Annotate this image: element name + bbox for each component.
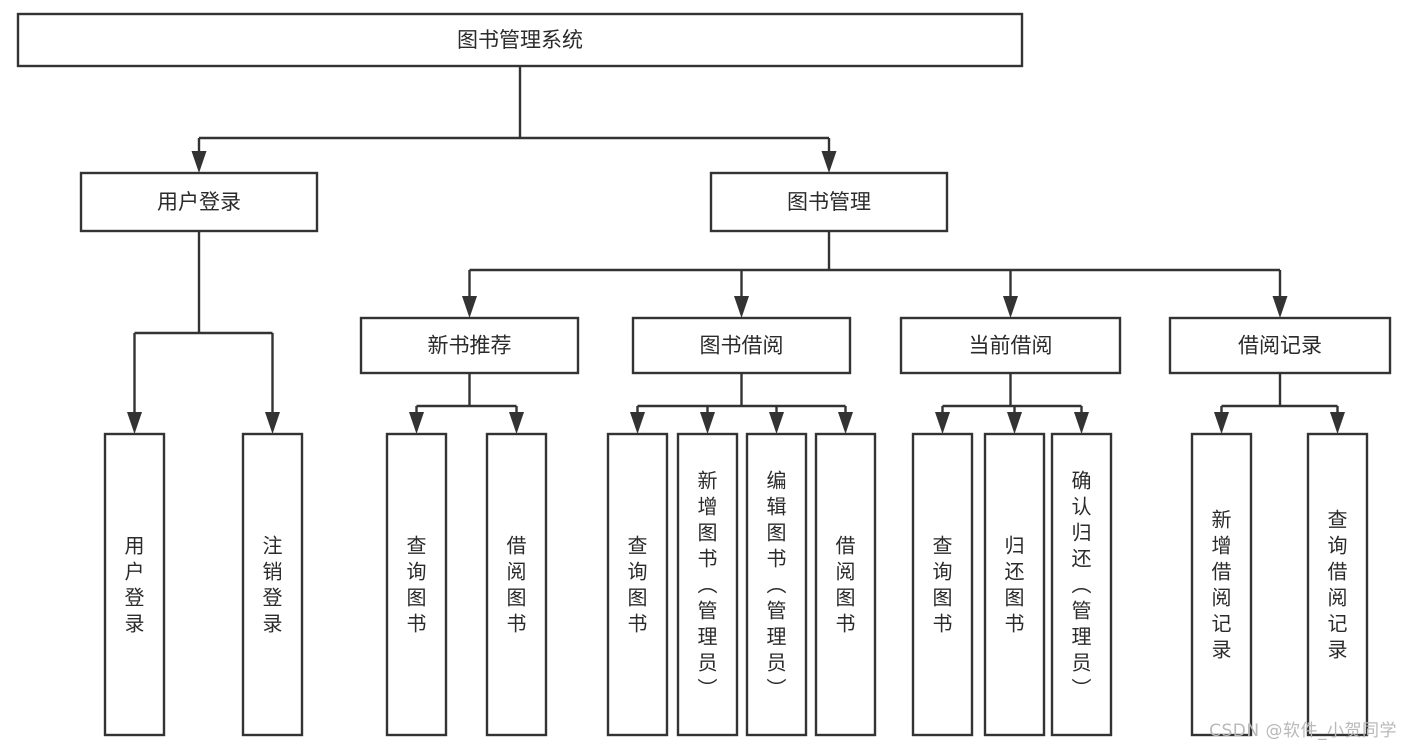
node-leaf-return-book-label: 归还图书 bbox=[1005, 534, 1025, 636]
node-leaf-edit-book-label: 编辑图书︵管理员︶ bbox=[767, 469, 787, 701]
node-user-login-label: 用户登录 bbox=[157, 190, 241, 214]
node-user-login[interactable]: 用户登录 bbox=[79, 171, 319, 233]
node-borrow-record-box[interactable] bbox=[1168, 316, 1392, 375]
node-leaf-add-book-label: 新增图书︵管理员︶ bbox=[698, 469, 718, 701]
node-leaf-user-logout[interactable]: 注销登录 bbox=[241, 432, 304, 737]
node-leaf-query-record[interactable]: 查询借阅记录 bbox=[1306, 432, 1369, 737]
node-leaf-confirm-return-label: 确认归还︵管理员︶ bbox=[1072, 469, 1092, 701]
node-leaf-user-logout-box[interactable] bbox=[241, 432, 304, 737]
node-book-manage-label: 图书管理 bbox=[787, 190, 871, 214]
node-leaf-borrow-book-2[interactable]: 借阅图书 bbox=[814, 432, 877, 737]
node-current-borrow-box[interactable] bbox=[899, 316, 1122, 375]
node-book-borrow-box[interactable] bbox=[631, 316, 852, 375]
connector-layer bbox=[127, 66, 1345, 434]
node-leaf-add-record[interactable]: 新增借阅记录 bbox=[1190, 432, 1253, 737]
node-leaf-add-book-box[interactable] bbox=[676, 432, 739, 737]
node-root-box[interactable] bbox=[16, 12, 1024, 68]
node-leaf-confirm-return-box[interactable] bbox=[1050, 432, 1113, 737]
node-leaf-return-book-box[interactable] bbox=[983, 432, 1046, 737]
node-leaf-user-login-label: 用户登录 bbox=[125, 534, 145, 636]
node-leaf-borrow-book-1[interactable]: 借阅图书 bbox=[485, 432, 548, 737]
node-leaf-borrow-book-1-box[interactable] bbox=[485, 432, 548, 737]
node-root[interactable]: 图书管理系统 bbox=[16, 12, 1024, 68]
node-borrow-record-label: 借阅记录 bbox=[1238, 334, 1322, 358]
node-layer: 图书管理系统用户登录图书管理新书推荐图书借阅当前借阅借阅记录用户登录注销登录查询… bbox=[16, 12, 1392, 737]
node-book-borrow[interactable]: 图书借阅 bbox=[631, 316, 852, 375]
node-leaf-query-book-2-box[interactable] bbox=[606, 432, 669, 737]
node-leaf-query-book-1-label: 查询图书 bbox=[407, 534, 427, 636]
node-leaf-user-logout-label: 注销登录 bbox=[263, 534, 283, 636]
node-leaf-query-book-3[interactable]: 查询图书 bbox=[911, 432, 974, 737]
node-leaf-add-record-box[interactable] bbox=[1190, 432, 1253, 737]
node-root-label: 图书管理系统 bbox=[457, 28, 583, 52]
node-leaf-query-book-2[interactable]: 查询图书 bbox=[606, 432, 669, 737]
node-leaf-add-record-label: 新增借阅记录 bbox=[1212, 508, 1232, 662]
node-new-book-rec-box[interactable] bbox=[359, 316, 580, 375]
node-book-manage-box[interactable] bbox=[709, 171, 949, 233]
node-leaf-query-book-3-label: 查询图书 bbox=[933, 534, 953, 636]
node-leaf-query-record-box[interactable] bbox=[1306, 432, 1369, 737]
node-book-borrow-label: 图书借阅 bbox=[700, 334, 784, 358]
node-user-login-box[interactable] bbox=[79, 171, 319, 233]
node-leaf-query-book-1-box[interactable] bbox=[385, 432, 448, 737]
node-leaf-query-record-label: 查询借阅记录 bbox=[1328, 508, 1348, 662]
node-leaf-confirm-return[interactable]: 确认归还︵管理员︶ bbox=[1050, 432, 1113, 737]
node-borrow-record[interactable]: 借阅记录 bbox=[1168, 316, 1392, 375]
node-leaf-query-book-2-label: 查询图书 bbox=[628, 534, 648, 636]
node-new-book-rec-label: 新书推荐 bbox=[428, 334, 512, 358]
node-leaf-user-login[interactable]: 用户登录 bbox=[103, 432, 166, 737]
node-leaf-user-login-box[interactable] bbox=[103, 432, 166, 737]
node-book-manage[interactable]: 图书管理 bbox=[709, 171, 949, 233]
node-leaf-add-book[interactable]: 新增图书︵管理员︶ bbox=[676, 432, 739, 737]
node-leaf-borrow-book-1-label: 借阅图书 bbox=[507, 534, 527, 636]
node-leaf-edit-book-box[interactable] bbox=[745, 432, 808, 737]
node-leaf-edit-book[interactable]: 编辑图书︵管理员︶ bbox=[745, 432, 808, 737]
node-current-borrow-label: 当前借阅 bbox=[969, 334, 1053, 358]
node-new-book-rec[interactable]: 新书推荐 bbox=[359, 316, 580, 375]
node-current-borrow[interactable]: 当前借阅 bbox=[899, 316, 1122, 375]
node-leaf-query-book-1[interactable]: 查询图书 bbox=[385, 432, 448, 737]
node-leaf-query-book-3-box[interactable] bbox=[911, 432, 974, 737]
node-leaf-borrow-book-2-label: 借阅图书 bbox=[836, 534, 856, 636]
node-leaf-return-book[interactable]: 归还图书 bbox=[983, 432, 1046, 737]
node-leaf-borrow-book-2-box[interactable] bbox=[814, 432, 877, 737]
